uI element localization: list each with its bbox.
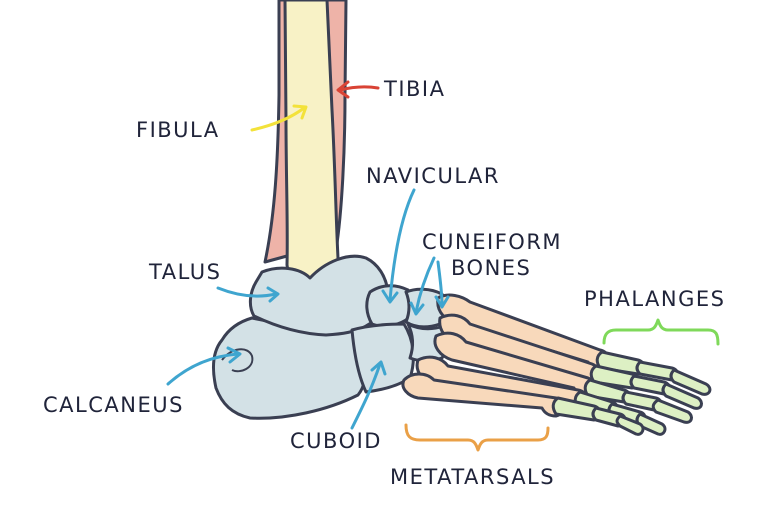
metatarsal-bones: [401, 293, 611, 418]
metatarsals-brace: [404, 423, 550, 452]
phalanges-brace: [602, 318, 720, 346]
tibia-label: TIBIA: [383, 77, 446, 101]
cuboid-label: CUBOID: [290, 429, 382, 453]
calcaneus-arrow: [166, 346, 242, 386]
talus-arrow: [216, 286, 280, 303]
cuboid-arrow: [350, 360, 387, 430]
navicular-label: NAVICULAR: [366, 164, 500, 188]
phalanx-bones: [551, 350, 712, 436]
cuneiform-label-line1: CUNEIFORM: [422, 230, 562, 254]
metatarsals-label: METATARSALS: [390, 465, 555, 489]
phalanges-label: PHALANGES: [584, 287, 725, 311]
fibula-label: FIBULA: [136, 118, 220, 142]
navicular-arrow: [381, 188, 416, 304]
tibia-arrow: [336, 80, 380, 99]
calcaneus-label: CALCANEUS: [43, 393, 184, 417]
talus-label: TALUS: [148, 260, 221, 284]
fibula-bone: [283, 0, 340, 295]
cuneiform-arrows: [409, 256, 450, 316]
cuneiform-label-line2: BONES: [451, 256, 531, 280]
fibula-arrow: [250, 104, 308, 132]
